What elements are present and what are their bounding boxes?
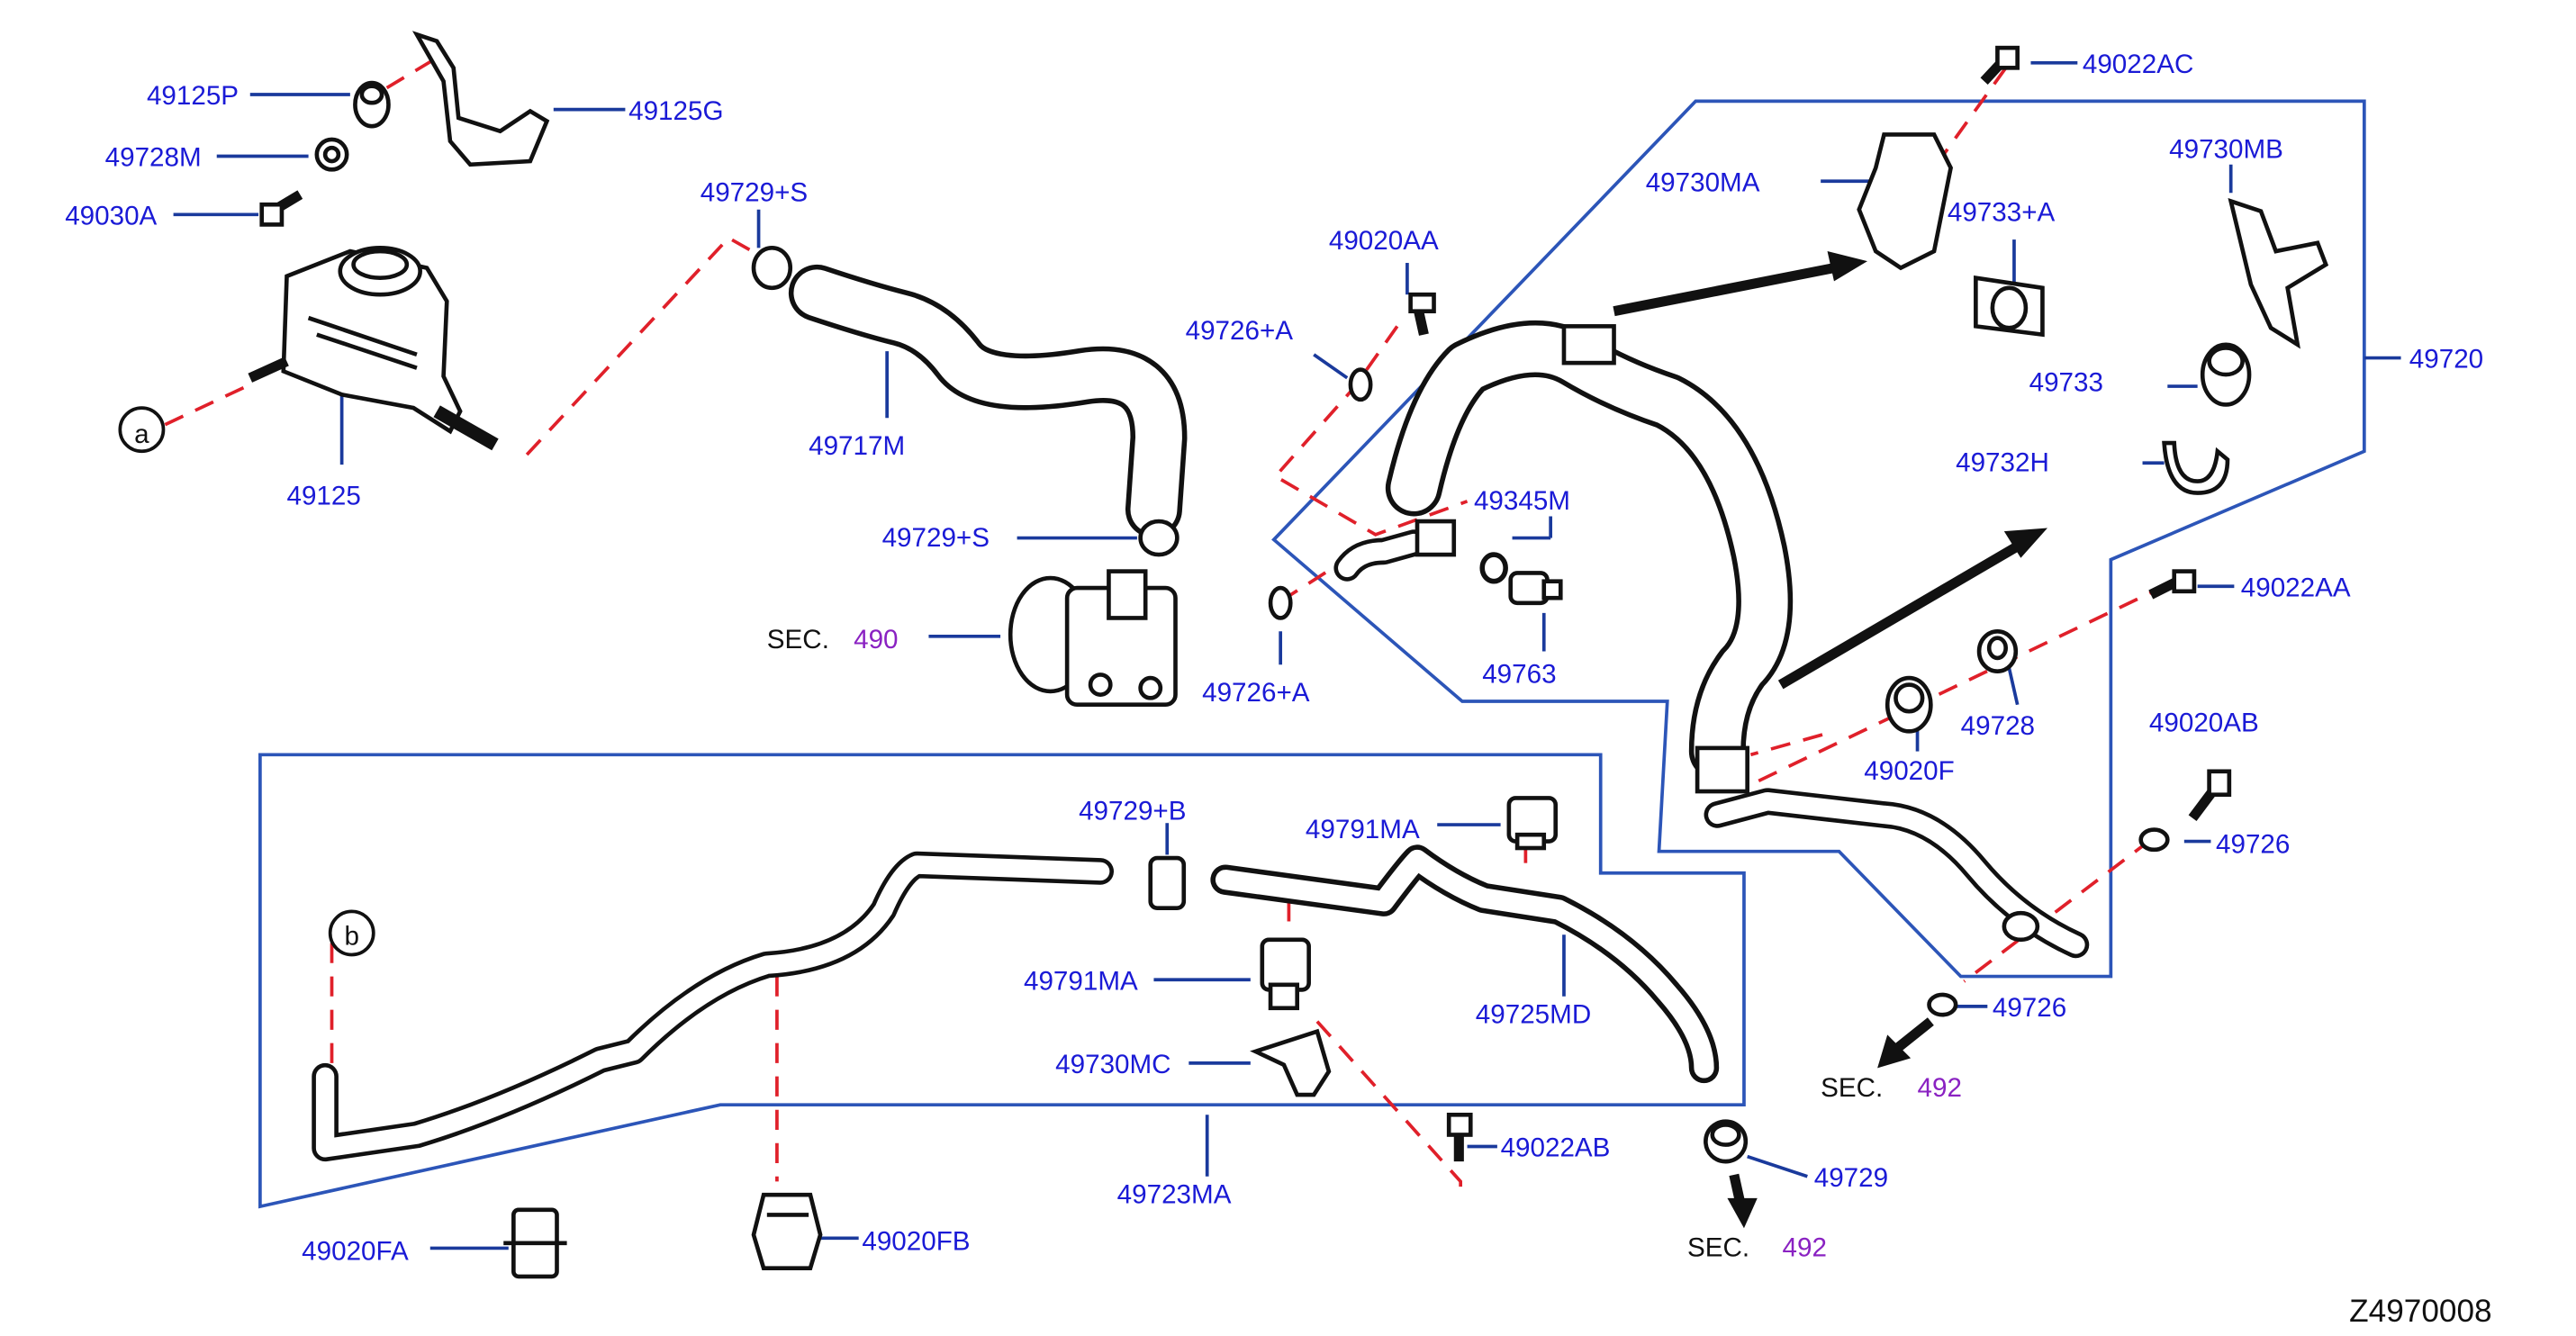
label-49730MB[interactable]: 49730MB xyxy=(2169,134,2283,164)
clamp-49732H-part xyxy=(2162,440,2230,495)
grommet-49728-part xyxy=(1976,628,2019,674)
collar-49020F-part xyxy=(1885,675,1933,734)
section-references: SEC. 490 SEC. 492 SEC. 492 xyxy=(767,625,1962,1263)
label-49020F[interactable]: 49020F xyxy=(1864,756,1954,786)
insulator-49733A-part xyxy=(1974,275,2045,338)
label-49730MC[interactable]: 49730MC xyxy=(1055,1050,1170,1079)
part-labels: 49125P 49125G 49728M 49030A 49125 49729+… xyxy=(65,50,2483,1266)
label-49729S-top[interactable]: 49729+S xyxy=(700,178,808,208)
clamp-49729S-mid-part xyxy=(1138,519,1180,557)
clamp-49729-part xyxy=(1704,1119,1749,1164)
callout-b: b xyxy=(328,909,375,957)
label-49726-bottom[interactable]: 49726 xyxy=(1993,993,2066,1023)
clip-49791MA-top-part xyxy=(1506,796,1559,851)
label-49726A-top[interactable]: 49726+A xyxy=(1186,316,1294,346)
label-49720[interactable]: 49720 xyxy=(2409,345,2483,375)
label-49125[interactable]: 49125 xyxy=(287,482,361,511)
label-49733[interactable]: 49733 xyxy=(2029,368,2103,398)
cooler-pipe-49723MA-part xyxy=(312,851,1114,1162)
label-49020AB[interactable]: 49020AB xyxy=(2149,708,2259,737)
o-ring-49345M-part xyxy=(1479,552,1508,584)
pressure-switch-49763-part xyxy=(1508,571,1563,606)
washer-49728M-part xyxy=(314,137,349,172)
label-49733A[interactable]: 49733+A xyxy=(1948,198,2056,228)
label-49125G[interactable]: 49125G xyxy=(628,96,723,126)
label-49729[interactable]: 49729 xyxy=(1814,1163,1888,1193)
pressure-hose-49720-part xyxy=(1333,320,2090,959)
power-steering-pump-part xyxy=(1008,569,1178,708)
label-49763[interactable]: 49763 xyxy=(1482,660,1556,690)
parts-illustration xyxy=(248,31,2329,1279)
label-49345M[interactable]: 49345M xyxy=(1474,486,1570,516)
diagram-code: Z4970008 xyxy=(2349,1294,2491,1329)
bolt-49022AB-part xyxy=(1446,1112,1473,1162)
label-49729S-mid[interactable]: 49729+S xyxy=(882,523,990,553)
label-49728M[interactable]: 49728M xyxy=(105,143,202,173)
insulator-49733-part xyxy=(2200,342,2252,407)
label-49730MA[interactable]: 49730MA xyxy=(1646,167,1760,197)
label-49725MD[interactable]: 49725MD xyxy=(1476,999,1591,1029)
clamp-49020FB-part xyxy=(751,1192,823,1270)
label-49723MA[interactable]: 49723MA xyxy=(1117,1179,1232,1209)
callout-a: a xyxy=(118,406,166,454)
clamp-49729S-top-part xyxy=(751,246,793,291)
label-49030A[interactable]: 49030A xyxy=(65,201,157,230)
leader-lines xyxy=(173,60,2401,1250)
return-hose-49725MD-part xyxy=(1210,844,1720,1084)
label-49717M[interactable]: 49717M xyxy=(809,431,905,461)
label-49020FB[interactable]: 49020FB xyxy=(862,1226,970,1256)
hose-49717M-part xyxy=(788,264,1188,538)
bracket-49125G-part xyxy=(411,31,550,167)
label-49729B[interactable]: 49729+B xyxy=(1079,797,1186,826)
bolt-49020AB-part xyxy=(2188,769,2232,821)
clip-49791MA-lower-part xyxy=(1260,937,1311,1011)
washer-49726A-bottom-part xyxy=(1268,585,1293,620)
callout-a-letter: a xyxy=(134,420,149,449)
label-49791MA-top[interactable]: 49791MA xyxy=(1306,815,1420,844)
label-49791MA-lower[interactable]: 49791MA xyxy=(1024,966,1138,996)
sec-490-prefix: SEC. xyxy=(767,625,829,654)
sec-492-a-link[interactable]: 492 xyxy=(1918,1073,1962,1103)
label-49726-right[interactable]: 49726 xyxy=(2216,830,2290,860)
grommet-49125P-part xyxy=(353,80,391,129)
sec-490-link[interactable]: 490 xyxy=(854,625,898,654)
label-49732H[interactable]: 49732H xyxy=(1956,447,2049,477)
label-49728[interactable]: 49728 xyxy=(1961,711,2035,741)
bolt-49022AC-part xyxy=(1980,45,2020,85)
bracket-49730MA-part xyxy=(1857,132,1954,271)
bolt-49020AA-part xyxy=(1408,292,1436,336)
bracket-49730MC-part xyxy=(1250,1028,1332,1097)
reservoir-49125-part xyxy=(248,246,499,451)
label-49020AA[interactable]: 49020AA xyxy=(1329,226,1439,256)
label-49022AC[interactable]: 49022AC xyxy=(2083,50,2193,79)
clamp-49020FA-part xyxy=(503,1207,567,1279)
washer-49726-right-part xyxy=(2138,827,2170,853)
assembly-49720-boundary xyxy=(1271,99,2366,979)
sec-492-b-link[interactable]: 492 xyxy=(1783,1233,1827,1263)
callout-b-letter: b xyxy=(344,921,358,951)
direction-arrows xyxy=(1613,251,2047,1229)
bolt-49022AA-part xyxy=(2148,569,2197,600)
washer-49726A-top-part xyxy=(1348,367,1373,402)
clamp-49729B-part xyxy=(1148,855,1187,910)
bracket-49730MB-part xyxy=(2228,197,2329,349)
washer-49726-bottom-part xyxy=(1927,992,1958,1017)
label-49020FA[interactable]: 49020FA xyxy=(302,1236,409,1266)
sec-492-a-prefix: SEC. xyxy=(1821,1073,1883,1103)
label-49022AA[interactable]: 49022AA xyxy=(2241,573,2351,602)
label-49726A-bottom[interactable]: 49726+A xyxy=(1202,678,1310,708)
sec-492-b-prefix: SEC. xyxy=(1687,1233,1749,1263)
label-49125P[interactable]: 49125P xyxy=(147,81,239,111)
bolt-49030A-part xyxy=(259,190,303,227)
assembly-49723MA-boundary xyxy=(258,753,1746,1209)
label-49022AB[interactable]: 49022AB xyxy=(1501,1133,1611,1163)
